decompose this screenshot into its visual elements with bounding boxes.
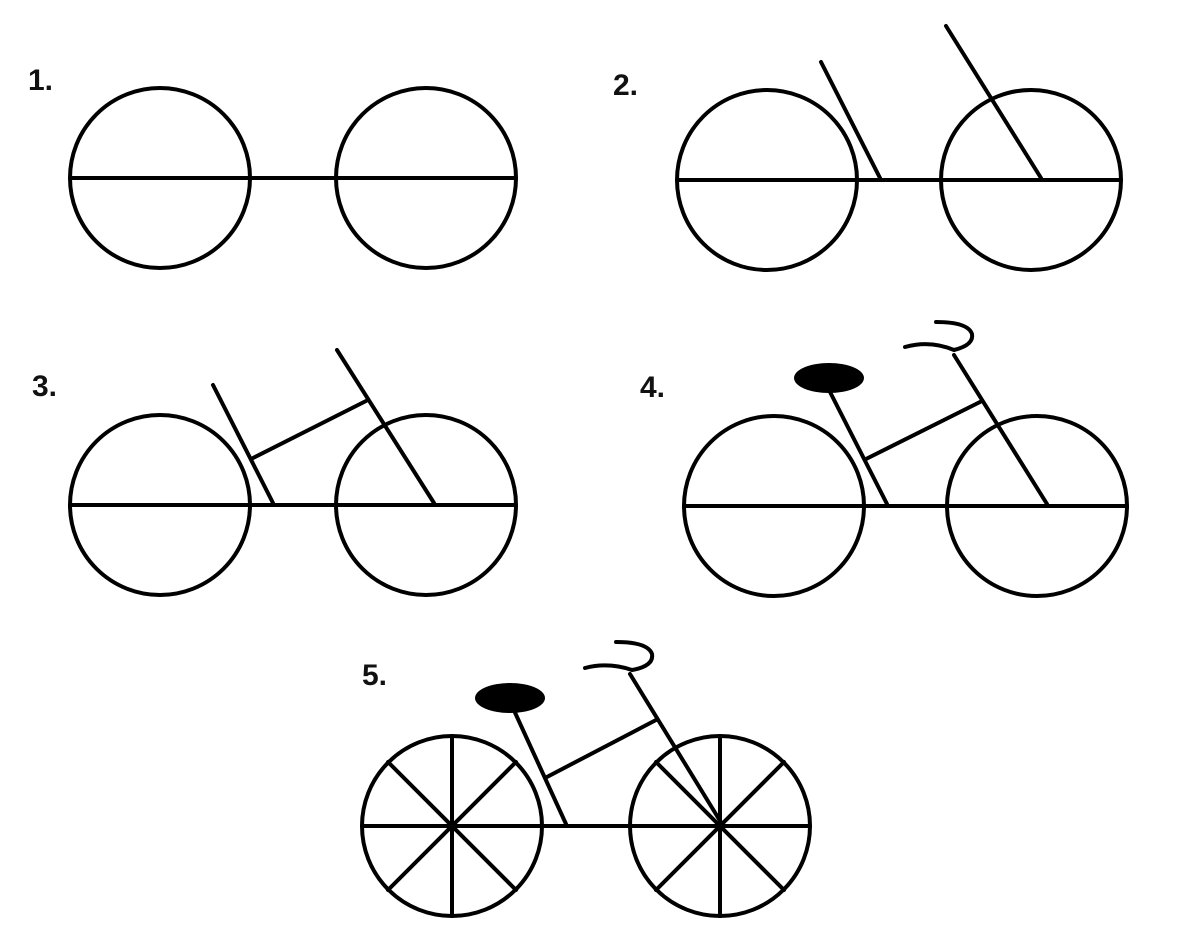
step-label-3: 3. bbox=[32, 370, 57, 403]
fork-tube bbox=[628, 672, 724, 826]
step-4: 4. bbox=[640, 320, 1129, 598]
top-tube bbox=[251, 399, 368, 460]
saddle bbox=[475, 683, 545, 713]
bicycle-drawing-1 bbox=[68, 86, 518, 270]
step-3: 3. bbox=[32, 348, 518, 597]
step-2: 2. bbox=[613, 24, 1123, 272]
fork-tube bbox=[952, 353, 1049, 506]
top-tube bbox=[543, 718, 658, 780]
bicycle-drawing-2 bbox=[675, 24, 1123, 272]
rear-wheel-spokes bbox=[386, 734, 518, 918]
seat-tube bbox=[819, 60, 882, 180]
bicycle-drawing-3 bbox=[68, 348, 518, 597]
step-label-4: 4. bbox=[640, 371, 665, 404]
front-wheel-spokes bbox=[654, 734, 786, 918]
seat-tube bbox=[211, 383, 275, 505]
spoke bbox=[654, 760, 786, 892]
handlebar bbox=[583, 640, 655, 672]
bicycle-drawing-5 bbox=[360, 640, 812, 918]
step-5: 5. bbox=[360, 640, 812, 918]
spoke bbox=[386, 760, 518, 892]
seat-tube bbox=[826, 386, 889, 506]
fork-tube bbox=[335, 348, 436, 505]
step-label-5: 5. bbox=[362, 659, 387, 692]
bicycle-drawing-4 bbox=[682, 320, 1129, 598]
top-tube bbox=[864, 400, 982, 461]
seat-tube bbox=[510, 704, 568, 826]
fork-tube bbox=[944, 24, 1043, 180]
saddle bbox=[794, 363, 864, 393]
step-label-2: 2. bbox=[613, 69, 638, 102]
step-1: 1. bbox=[28, 64, 518, 270]
step-label-1: 1. bbox=[28, 64, 53, 97]
handlebar bbox=[903, 320, 975, 352]
